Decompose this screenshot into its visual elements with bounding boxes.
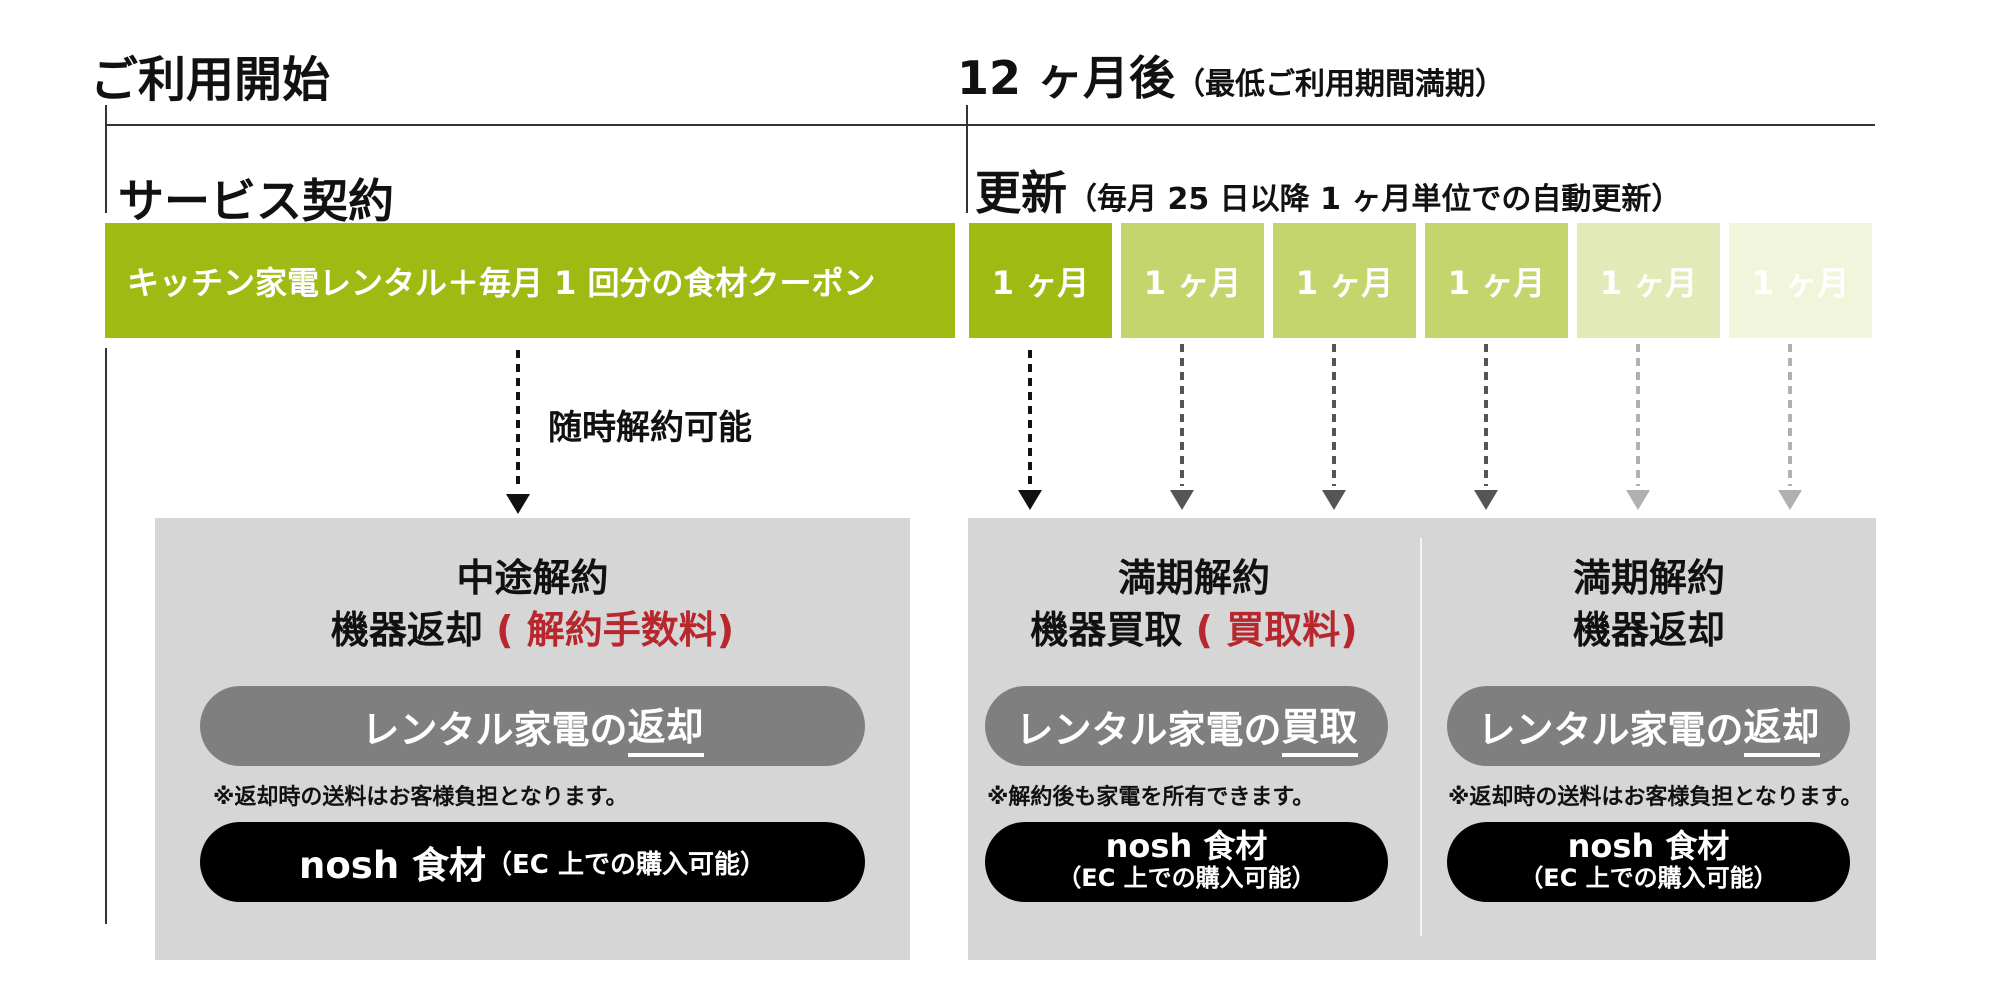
early-cancel-fee: ( 解約手数料) [496, 608, 735, 652]
renewal-sub: （毎月 25 日以降 1 ヶ月単位での自動更新） [1067, 182, 1682, 217]
twelve-months-main: 12 ヶ月後 [957, 51, 1176, 105]
arrow-month-1 [1018, 350, 1042, 510]
term-buyout-title: 満期解約 機器買取 ( 買取料) [968, 552, 1420, 656]
arrow-anytime [506, 350, 530, 514]
term-return-title-line2: 機器返却 [1572, 608, 1725, 652]
timeline-line [105, 124, 1875, 126]
early-cancel-title: 中途解約 機器返却 ( 解約手数料) [155, 552, 910, 656]
month-bar-4: 1 ヶ月 [1425, 223, 1568, 338]
left-axis-line [105, 348, 107, 924]
anytime-cancel-label: 随時解約可能 [548, 408, 752, 448]
buyout-fee: ( 買取料) [1195, 608, 1358, 652]
rental-return-pill-term: レンタル家電の返却 [1447, 686, 1850, 766]
usage-start-label: ご利用開始 [90, 52, 331, 108]
renewal-label: 更新（毎月 25 日以降 1 ヶ月単位での自動更新） [975, 157, 1681, 223]
arrow-month-2 [1170, 344, 1194, 510]
month-bar-3: 1 ヶ月 [1273, 223, 1416, 338]
rental-buyout-pill: レンタル家電の買取 [985, 686, 1388, 766]
nosh-food-pill-buyout: nosh 食材（EC 上での購入可能） [985, 822, 1388, 902]
month-bar-6: 1 ヶ月 [1729, 223, 1872, 338]
early-title-line2: 機器返却 ( 解約手数料) [330, 608, 735, 652]
month-bar-2: 1 ヶ月 [1121, 223, 1264, 338]
arrow-month-4 [1474, 344, 1498, 510]
term-return-title: 満期解約 機器返却 [1422, 552, 1876, 656]
panel-divider [1420, 538, 1422, 936]
keep-appliance-note: ※解約後も家電を所有できます。 [987, 785, 1315, 810]
arrow-month-6 [1778, 344, 1802, 510]
arrow-month-3 [1322, 344, 1346, 510]
buyout-title-line2: 機器買取 ( 買取料) [1030, 608, 1358, 652]
start-tick [105, 105, 107, 213]
twelve-month-tick [966, 105, 968, 213]
service-contract-label: サービス契約 [118, 174, 394, 228]
buyout-title-line1: 満期解約 [1117, 556, 1270, 600]
twelve-months-label: 12 ヶ月後（最低ご利用期間満期） [957, 42, 1505, 108]
early-title-line1: 中途解約 [456, 556, 609, 600]
month-bar-5: 1 ヶ月 [1577, 223, 1720, 338]
rental-return-pill-early: レンタル家電の返却 [200, 686, 865, 766]
arrow-month-5 [1626, 344, 1650, 510]
return-shipping-note-early: ※返却時の送料はお客様負担となります。 [213, 785, 628, 810]
service-bar: キッチン家電レンタル＋毎月 1 回分の食材クーポン [105, 223, 955, 338]
twelve-months-sub: （最低ご利用期間満期） [1175, 67, 1506, 102]
nosh-food-pill-term: nosh 食材（EC 上での購入可能） [1447, 822, 1850, 902]
month-bar-1: 1 ヶ月 [969, 223, 1112, 338]
term-return-title-line1: 満期解約 [1572, 556, 1725, 600]
return-shipping-note-term: ※返却時の送料はお客様負担となります。 [1448, 785, 1863, 810]
nosh-food-pill-early: nosh 食材（EC 上での購入可能） [200, 822, 865, 902]
renewal-main: 更新 [975, 166, 1067, 220]
